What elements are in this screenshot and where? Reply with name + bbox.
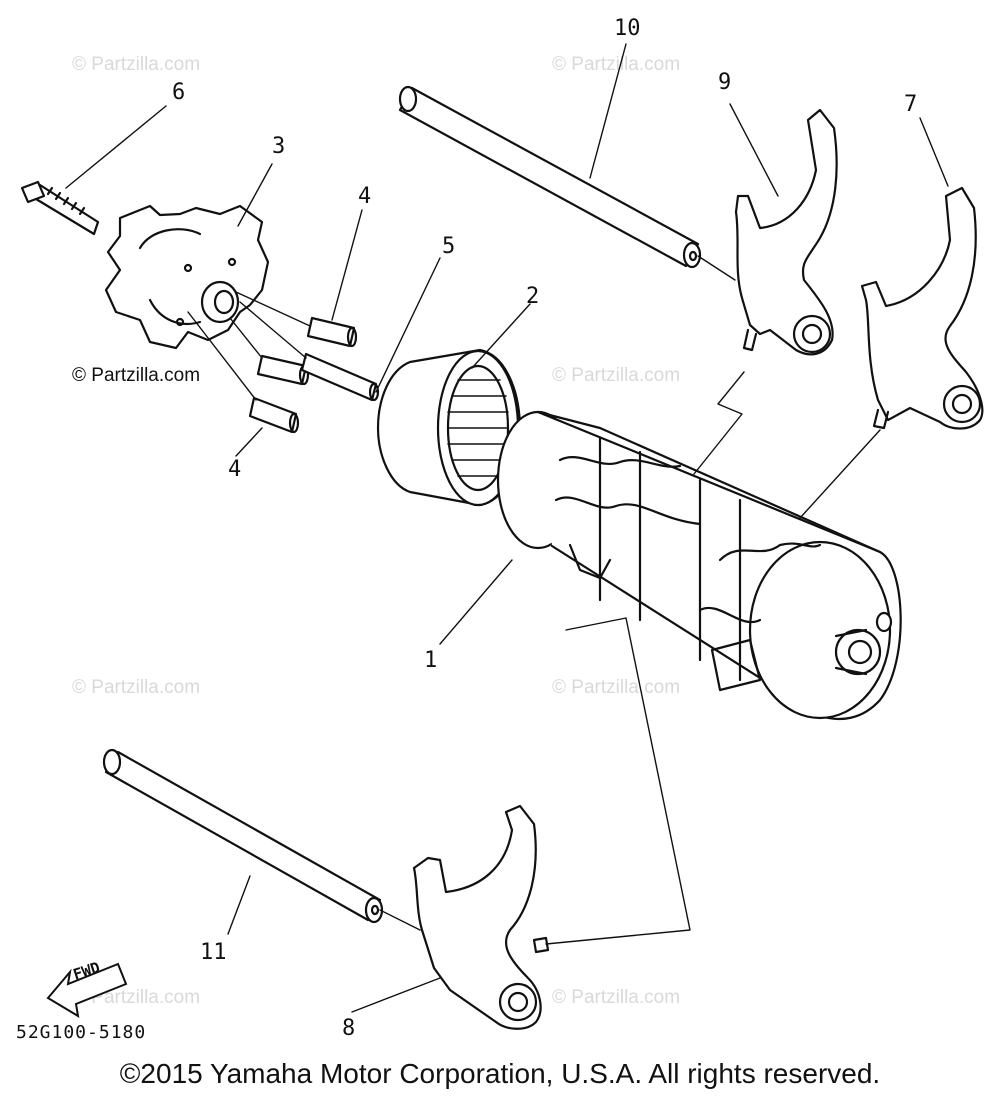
watermark: © Partzilla.com xyxy=(552,987,681,1008)
callout-9: 9 xyxy=(718,70,732,95)
watermark: © Partzilla.com xyxy=(72,677,201,698)
watermark: © Partzilla.com xyxy=(552,677,681,698)
watermark: © Partzilla.com xyxy=(72,365,201,386)
callout-3: 3 xyxy=(272,134,286,159)
callout-2: 2 xyxy=(526,284,540,309)
pin-part-4-lower xyxy=(248,396,300,434)
watermark: © Partzilla.com xyxy=(72,54,201,75)
guide-bar-part-10 xyxy=(398,85,736,281)
callout-4-lower: 4 xyxy=(228,457,242,482)
pin-part-4-middle xyxy=(256,354,310,386)
watermark: © Partzilla.com xyxy=(552,54,681,75)
diagram-code: 52G100-5180 xyxy=(16,1022,147,1043)
pin-part-4-upper xyxy=(306,316,358,348)
callout-6: 6 xyxy=(172,80,186,105)
leader-lines xyxy=(65,43,949,1013)
callout-7: 7 xyxy=(904,92,918,117)
callout-8: 8 xyxy=(342,1016,356,1041)
screw-part-6 xyxy=(20,180,100,236)
guide-bar-part-11 xyxy=(102,748,421,931)
callout-10: 10 xyxy=(614,16,641,41)
shift-fork-part-9 xyxy=(734,108,838,356)
callout-4-upper: 4 xyxy=(358,184,372,209)
shift-fork-part-8 xyxy=(412,804,550,1030)
shift-fork-part-7 xyxy=(860,186,984,430)
callout-11: 11 xyxy=(200,940,227,965)
watermark: © Partzilla.com xyxy=(552,365,681,386)
shift-drum-part-1 xyxy=(496,410,902,721)
stopper-plate-part-3 xyxy=(104,204,270,350)
pin-part-5 xyxy=(300,352,380,402)
callout-5: 5 xyxy=(442,234,456,259)
callout-1: 1 xyxy=(424,648,438,673)
copyright-notice: ©2015 Yamaha Motor Corporation, U.S.A. A… xyxy=(119,1058,881,1089)
